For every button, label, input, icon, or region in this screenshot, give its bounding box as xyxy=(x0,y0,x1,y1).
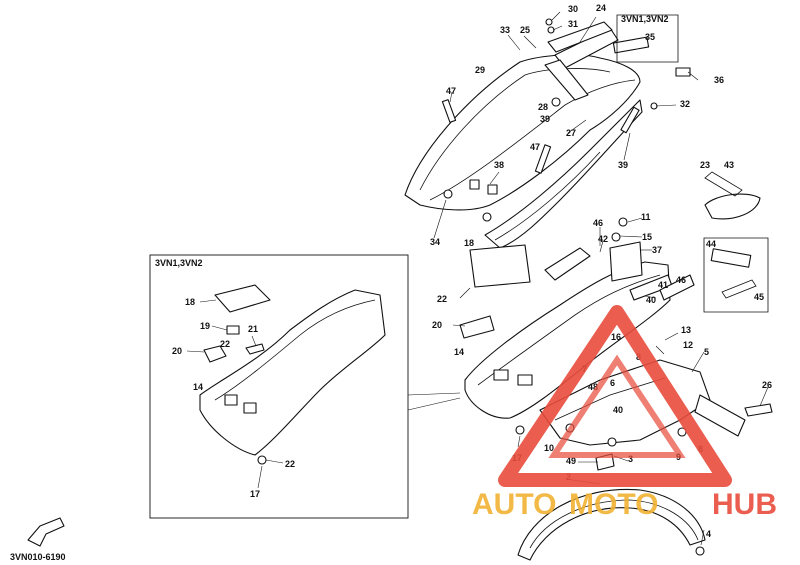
label-10: 10 xyxy=(544,443,554,453)
label-38: 38 xyxy=(494,160,504,170)
label-30: 30 xyxy=(568,4,578,14)
label-14: 14 xyxy=(454,347,464,357)
inset-box xyxy=(149,254,461,519)
label-46a: 46 xyxy=(593,218,603,228)
inset-title: 3VN1,3VN2 xyxy=(155,258,203,268)
label-16: 16 xyxy=(611,332,621,342)
inset-label-20: 20 xyxy=(172,346,182,356)
front-direction-arrow: 3VN010-6190 xyxy=(10,517,66,562)
inset-label-19: 19 xyxy=(200,321,210,331)
label-49: 49 xyxy=(566,456,576,466)
seat-cowl-assembly xyxy=(404,14,691,249)
rear-fender xyxy=(459,217,695,435)
inset-labels: 3VN1,3VN2 18 19 21 20 22 14 22 17 xyxy=(155,258,295,499)
label-5: 5 xyxy=(704,347,709,357)
label-25: 25 xyxy=(520,25,530,35)
label-39b: 39 xyxy=(618,160,628,170)
label-43: 43 xyxy=(724,160,734,170)
label-44: 44 xyxy=(706,239,716,249)
label-12: 12 xyxy=(683,340,693,350)
label-27: 27 xyxy=(566,128,576,138)
label-6: 6 xyxy=(610,378,615,388)
watermark-text-auto: AUTO xyxy=(472,488,556,521)
label-3vn-box: 3VN1,3VN2 xyxy=(621,14,669,24)
watermark-triangle-icon xyxy=(498,305,732,487)
label-47b: 47 xyxy=(530,142,540,152)
label-37: 37 xyxy=(652,245,662,255)
inset-label-14: 14 xyxy=(193,382,203,392)
inset-label-17: 17 xyxy=(250,489,260,499)
front-fender xyxy=(517,488,706,561)
inset-label-21: 21 xyxy=(248,324,258,334)
watermark-logo: AUTO MOTO HUB xyxy=(472,305,777,521)
label-11: 11 xyxy=(641,212,651,222)
label-23: 23 xyxy=(700,160,710,170)
label-42: 42 xyxy=(598,234,608,244)
inset-label-22a: 22 xyxy=(220,339,230,349)
label-33: 33 xyxy=(500,25,510,35)
watermark-text-moto: MOTO xyxy=(569,488,658,521)
label-24: 24 xyxy=(596,3,606,13)
label-18: 18 xyxy=(464,238,474,248)
label-29: 29 xyxy=(475,65,485,75)
label-45: 45 xyxy=(754,292,764,302)
label-13: 13 xyxy=(681,325,691,335)
bracket-parts-group xyxy=(703,171,769,313)
label-3: 3 xyxy=(628,454,633,464)
label-40: 40 xyxy=(646,295,656,305)
label-47a: 47 xyxy=(446,86,456,96)
label-28: 28 xyxy=(538,102,548,112)
watermark-text-hub: HUB xyxy=(712,488,777,521)
label-46b: 46 xyxy=(676,275,686,285)
label-41: 41 xyxy=(658,280,668,290)
label-48: 48 xyxy=(588,382,598,392)
leader-lines xyxy=(433,11,769,546)
label-20: 20 xyxy=(432,320,442,330)
label-36: 36 xyxy=(714,75,724,85)
label-31: 31 xyxy=(568,19,578,29)
inset-label-18: 18 xyxy=(185,297,195,307)
label-34: 34 xyxy=(430,237,440,247)
label-35: 35 xyxy=(645,32,655,42)
label-22: 22 xyxy=(437,294,447,304)
diagram-code: 3VN010-6190 xyxy=(10,552,66,562)
label-15: 15 xyxy=(642,232,652,242)
label-4: 4 xyxy=(706,529,711,539)
label-32: 32 xyxy=(680,99,690,109)
label-26: 26 xyxy=(762,380,772,390)
inset-label-22b: 22 xyxy=(285,459,295,469)
label-40b: 40 xyxy=(613,405,623,415)
label-39a: 39 xyxy=(540,114,550,124)
